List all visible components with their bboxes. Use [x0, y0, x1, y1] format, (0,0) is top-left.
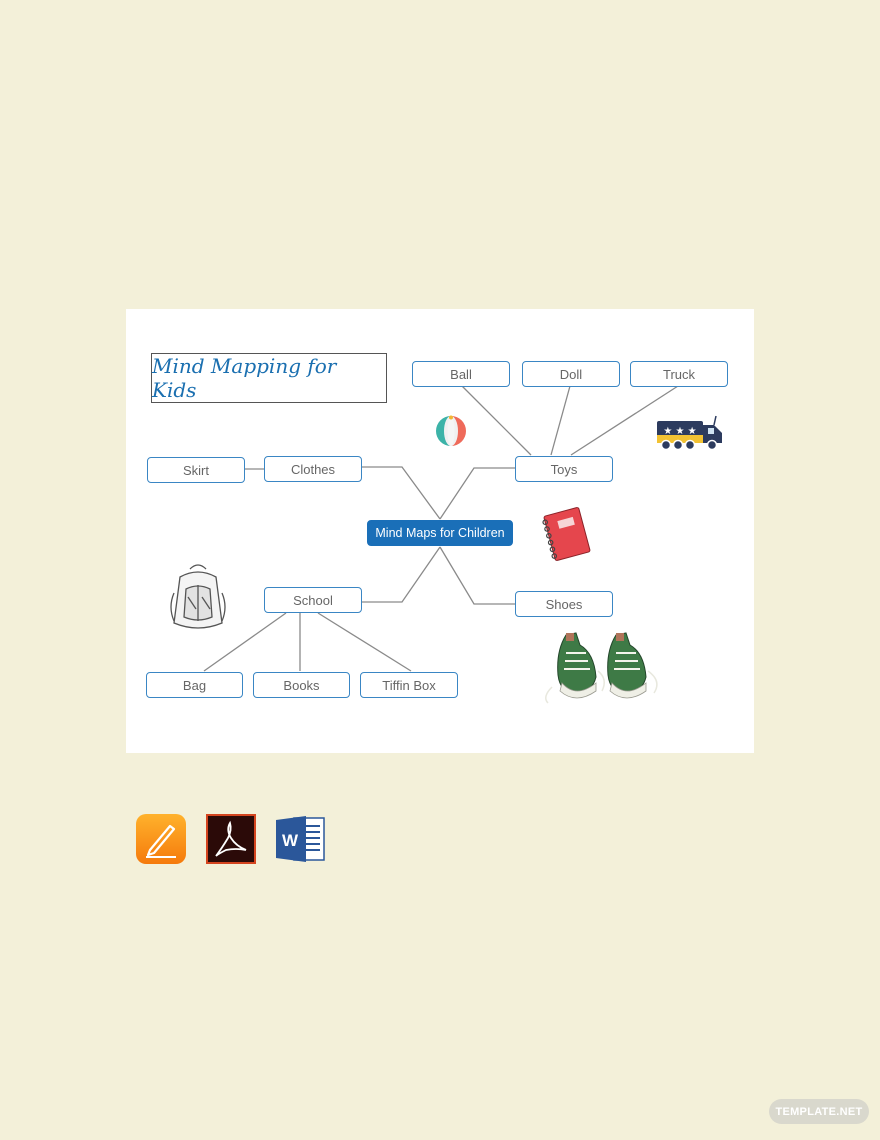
- node-shoes[interactable]: Shoes: [515, 591, 613, 617]
- svg-text:W: W: [282, 831, 299, 850]
- sneakers-icon: [545, 632, 658, 704]
- diagram-title: Mind Mapping for Kids: [151, 353, 387, 403]
- svg-text:★ ★ ★: ★ ★ ★: [663, 426, 696, 437]
- link-toys-truck: [570, 385, 679, 456]
- node-bag[interactable]: Bag: [146, 672, 243, 698]
- mind-map-card: Mind Mapping for Kids Mind Maps for Chil…: [126, 309, 754, 753]
- acrobat-pdf-icon[interactable]: [206, 814, 256, 864]
- link-center-shoes: [439, 546, 516, 605]
- link-toys-ball: [461, 385, 532, 456]
- node-tiffin-box[interactable]: Tiffin Box: [360, 672, 458, 698]
- node-toys[interactable]: Toys: [515, 456, 613, 482]
- link-center-school: [361, 546, 441, 603]
- link-school-bag: [203, 612, 287, 672]
- beach-ball-icon: [436, 415, 466, 446]
- node-doll[interactable]: Doll: [522, 361, 620, 387]
- node-books[interactable]: Books: [253, 672, 350, 698]
- connector-lines: [203, 385, 679, 672]
- node-clothes[interactable]: Clothes: [264, 456, 362, 482]
- center-node[interactable]: Mind Maps for Children: [367, 520, 513, 546]
- link-school-tiffin: [317, 612, 412, 672]
- notebook-icon: [542, 507, 591, 561]
- link-toys-doll: [550, 385, 571, 456]
- backpack-icon: [170, 564, 226, 629]
- node-school[interactable]: School: [264, 587, 362, 613]
- node-truck[interactable]: Truck: [630, 361, 728, 387]
- word-icon[interactable]: W: [276, 814, 326, 864]
- node-ball[interactable]: Ball: [412, 361, 510, 387]
- format-icons: W: [136, 814, 326, 864]
- node-skirt[interactable]: Skirt: [147, 457, 245, 483]
- link-center-clothes: [361, 466, 441, 520]
- link-center-toys: [439, 467, 516, 520]
- pages-icon[interactable]: [136, 814, 186, 864]
- truck-icon: ★ ★ ★: [657, 415, 722, 451]
- watermark-badge: TEMPLATE.NET: [769, 1099, 869, 1124]
